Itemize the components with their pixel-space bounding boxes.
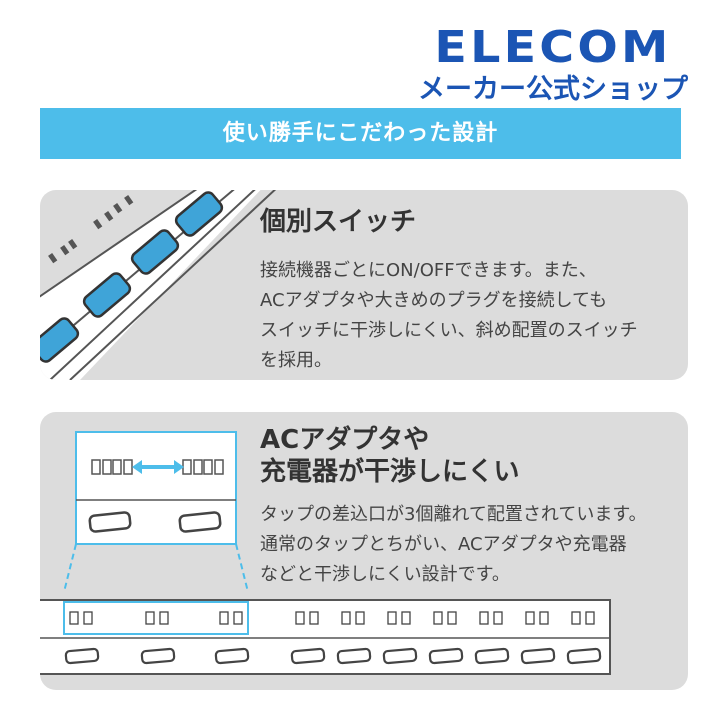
logo-brand: ELECOM — [434, 22, 672, 73]
outlet-slot — [401, 611, 411, 625]
outlet-slot — [387, 611, 397, 625]
strip-switch — [474, 647, 510, 665]
outlet-slot — [433, 611, 443, 625]
strip-switch — [214, 647, 250, 665]
feature2-line: などと干渉しにくい設計です。 — [260, 564, 510, 585]
outlet-slot — [145, 611, 155, 625]
elecom-logo: ELECOM メーカー公式ショップ — [408, 22, 698, 106]
strip-switch — [428, 647, 464, 665]
strip-switch — [290, 647, 326, 665]
outlet-slot — [219, 611, 229, 625]
outlet-slot — [539, 611, 549, 625]
feature2-title-line: ACアダプタや — [260, 425, 430, 455]
power-strip-diagonal-switches-icon — [40, 190, 277, 380]
feature2-line: 通常のタップとちがい、ACアダプタや充電器 — [260, 534, 627, 555]
outlet-slot — [83, 611, 93, 625]
strip-switch — [64, 647, 100, 665]
feature2-title: ACアダプタや 充電器が干渉しにくい — [260, 424, 519, 488]
feature2-title-line: 充電器が干渉しにくい — [260, 457, 520, 487]
feature-panel-spaced-outlets: ACアダプタや 充電器が干渉しにくい タップの差込口が3個離れて配置されています… — [40, 412, 688, 690]
outlet-slot — [447, 611, 457, 625]
outlet-slot — [295, 611, 305, 625]
outlet-slot — [571, 611, 581, 625]
feature1-description: 接続機器ごとにON/OFFできます。また、 ACアダプタや大きめのプラグを接続し… — [260, 256, 638, 376]
feature1-line: 接続機器ごとにON/OFFできます。また、 — [260, 260, 597, 281]
outlet-slot — [525, 611, 535, 625]
outlet-slot — [159, 611, 169, 625]
feature1-line: ACアダプタや大きめのプラグを接続しても — [260, 290, 608, 311]
feature1-line: を採用。 — [260, 350, 332, 371]
outlet-slot — [493, 611, 503, 625]
outlet-slot — [309, 611, 319, 625]
strip-switch — [336, 647, 372, 665]
strip-switch — [140, 647, 176, 665]
logo-shop-label: メーカー公式ショップ — [418, 74, 688, 105]
feature2-line: タップの差込口が3個離れて配置されています。 — [260, 504, 647, 525]
outlet-slot — [585, 611, 595, 625]
outlet-slot — [233, 611, 243, 625]
feature1-title: 個別スイッチ — [260, 207, 417, 237]
power-strip-spaced-outlets-icon — [40, 431, 611, 675]
section-banner: 使い勝手にこだわった設計 — [40, 108, 681, 159]
strip-switch — [566, 647, 602, 665]
feature1-line: スイッチに干渉しにくい、斜め配置のスイッチ — [260, 320, 638, 341]
outlet-slot — [355, 611, 365, 625]
outlet-slot — [479, 611, 489, 625]
feature-panel-individual-switch: 個別スイッチ 接続機器ごとにON/OFFできます。また、 ACアダプタや大きめの… — [40, 190, 688, 380]
outlet-slot — [69, 611, 79, 625]
outlet-slot — [341, 611, 351, 625]
strip-switch — [382, 647, 418, 665]
strip-switch — [520, 647, 556, 665]
feature2-description: タップの差込口が3個離れて配置されています。 通常のタップとちがい、ACアダプタ… — [260, 500, 647, 590]
